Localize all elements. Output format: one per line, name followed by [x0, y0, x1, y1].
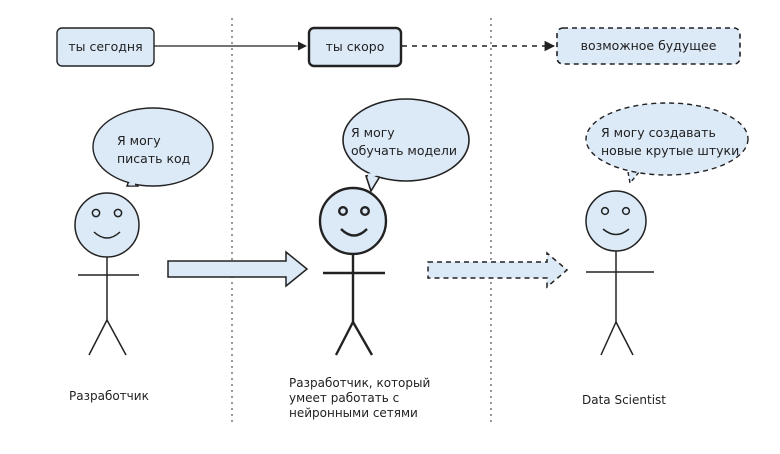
stage-box-soon: ты скоро — [307, 26, 403, 68]
stage-box-future: возможное будущее — [556, 27, 741, 65]
stick-figure-developer — [74, 192, 140, 356]
stick-figure-data-scientist — [585, 190, 654, 356]
block-arrow-solid — [167, 250, 309, 288]
bubble-line-1: Я могу — [117, 133, 161, 148]
caption-ml-developer: Разработчик, который умеет работать с не… — [289, 376, 430, 420]
block-arrow-dashed — [427, 251, 569, 289]
speech-bubble-ml-developer: Я могу обучать модели — [342, 98, 470, 193]
bubble-line-2: новые крутые штуки — [601, 143, 739, 158]
speech-bubble-data-scientist: Я могу создавать новые крутые штуки — [585, 102, 749, 185]
caption-line-2: умеет работать с — [289, 391, 399, 405]
face — [74, 192, 140, 258]
caption-developer: Разработчик — [69, 389, 149, 403]
stick-figure-ml-developer — [318, 186, 388, 356]
stage-box-today: ты сегодня — [56, 27, 155, 67]
bubble-line-1: Я могу создавать — [601, 125, 716, 140]
bubble-line-2: писать код — [117, 151, 190, 166]
stage-label-future: возможное будущее — [581, 38, 717, 53]
bubble-line-2: обучать модели — [351, 143, 457, 158]
face — [585, 190, 647, 252]
bubble-line-1: Я могу — [351, 125, 395, 140]
stage-label-soon: ты скоро — [326, 39, 385, 54]
caption-data-scientist: Data Scientist — [582, 393, 666, 407]
face — [318, 186, 388, 256]
stage-label-today: ты сегодня — [68, 39, 142, 54]
speech-bubble-developer: Я могу писать код — [92, 107, 214, 187]
caption-line-3: нейронными сетями — [289, 406, 418, 420]
caption-line-1: Разработчик, который — [289, 376, 430, 390]
